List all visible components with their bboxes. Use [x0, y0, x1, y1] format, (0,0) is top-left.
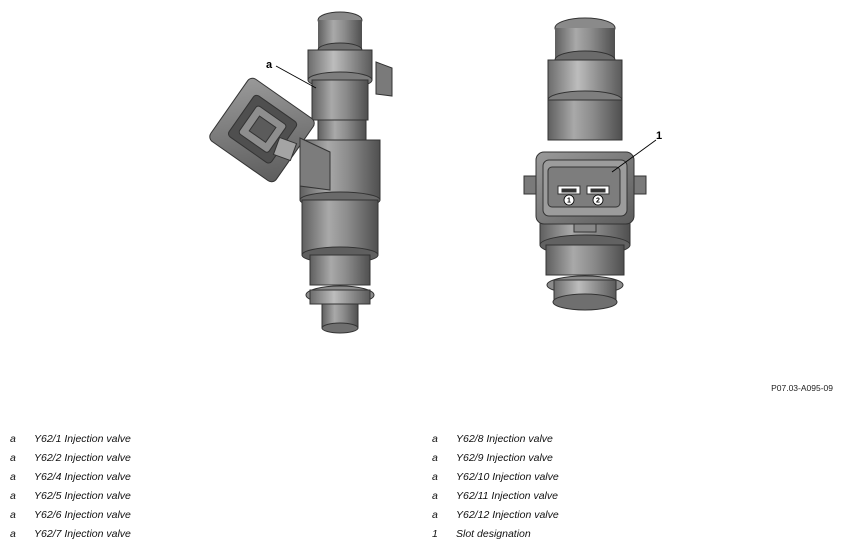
- legend-item: a Y62/11 Injection valve: [432, 490, 559, 509]
- callout-a: a: [266, 59, 317, 89]
- legend-item: a Y62/6 Injection valve: [10, 509, 131, 528]
- legend-text: Y62/12 Injection valve: [456, 509, 559, 521]
- legend-key: a: [432, 452, 438, 464]
- callout-1: 1: [611, 130, 662, 173]
- legend-key: a: [10, 471, 16, 483]
- injector-right: [523, 17, 647, 311]
- callout-a-label: a: [266, 59, 273, 71]
- legend-item: 1 Slot designation: [432, 528, 559, 547]
- legend-key: a: [10, 490, 16, 502]
- legend-text: Y62/9 Injection valve: [456, 452, 553, 464]
- legend-item: a Y62/2 Injection valve: [10, 452, 131, 471]
- legend-item: a Y62/4 Injection valve: [10, 471, 131, 490]
- legend-key: a: [10, 452, 16, 464]
- legend-key: a: [10, 509, 16, 521]
- legend-key: a: [432, 471, 438, 483]
- legend-key: a: [10, 433, 16, 445]
- legend-text: Y62/7 Injection valve: [34, 528, 131, 540]
- legend-item: a Y62/12 Injection valve: [432, 509, 559, 528]
- legend-key: a: [432, 433, 438, 445]
- legend-text: Y62/10 Injection valve: [456, 471, 559, 483]
- legend-text: Slot designation: [456, 528, 531, 540]
- pin-2: 2: [592, 194, 604, 206]
- legend-item: a Y62/8 Injection valve: [432, 433, 559, 452]
- injector-left: [209, 11, 393, 334]
- pin-1-label: 1: [567, 198, 571, 205]
- legend-item: a Y62/10 Injection valve: [432, 471, 559, 490]
- legend-item: a Y62/5 Injection valve: [10, 490, 131, 509]
- injector-figure: a: [209, 11, 833, 393]
- legend-text: Y62/6 Injection valve: [34, 509, 131, 521]
- legend-key: a: [432, 509, 438, 521]
- callout-1-label: 1: [656, 130, 662, 142]
- legend-text: Y62/2 Injection valve: [34, 452, 131, 464]
- injector-illustration: a: [209, 11, 662, 334]
- legend-text: Y62/11 Injection valve: [456, 490, 558, 502]
- figure-id: P07.03-A095-09: [771, 383, 833, 393]
- legend-text: Y62/1 Injection valve: [34, 433, 131, 445]
- legend-text: Y62/4 Injection valve: [34, 471, 131, 483]
- legend-text: Y62/8 Injection valve: [456, 433, 553, 445]
- legend-item: a Y62/9 Injection valve: [432, 452, 559, 471]
- legend-key: a: [10, 528, 16, 540]
- legend-text: Y62/5 Injection valve: [34, 490, 131, 502]
- legend-item: a Y62/7 Injection valve: [10, 528, 131, 547]
- legend-key: 1: [432, 528, 438, 540]
- legend-key: a: [432, 490, 438, 502]
- legend-item: a Y62/1 Injection valve: [10, 433, 131, 452]
- pin-1: 1: [563, 194, 575, 206]
- pin-2-label: 2: [596, 198, 600, 205]
